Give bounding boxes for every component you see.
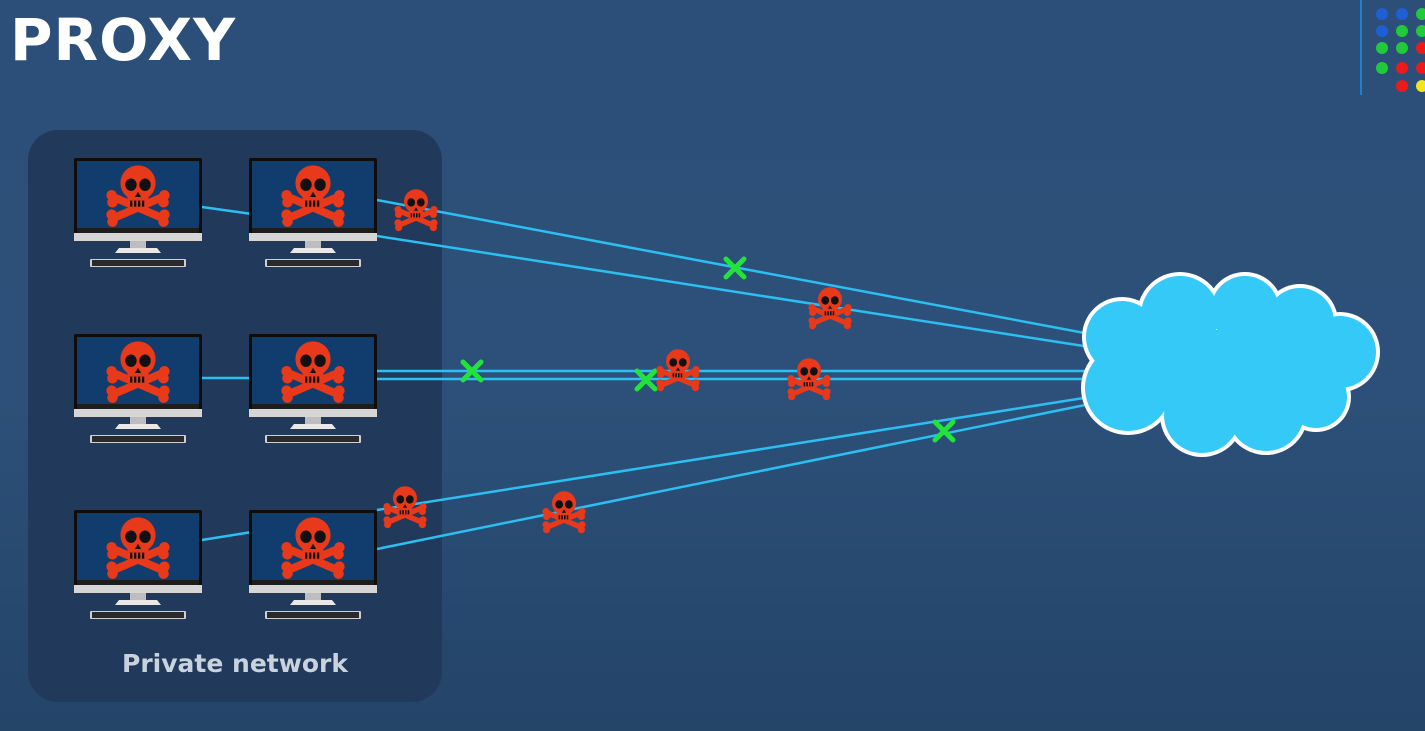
computer-1 bbox=[74, 158, 202, 267]
decorative-dot bbox=[1396, 8, 1408, 20]
decorative-dot bbox=[1396, 62, 1408, 74]
computer-4 bbox=[249, 334, 377, 443]
skull-and-crossbones-icon bbox=[808, 287, 851, 329]
decorative-dot bbox=[1416, 62, 1425, 74]
decorative-dot bbox=[1376, 42, 1388, 54]
skull-and-crossbones-icon bbox=[394, 189, 437, 231]
computer-6 bbox=[249, 510, 377, 619]
computer-5 bbox=[74, 510, 202, 619]
decorative-dot bbox=[1416, 8, 1425, 20]
decorative-dot bbox=[1376, 62, 1388, 74]
decorative-dot bbox=[1416, 25, 1425, 37]
decorative-dot bbox=[1396, 80, 1408, 92]
link-line-bottom-lower bbox=[376, 402, 1091, 551]
connection-lines bbox=[201, 198, 1091, 551]
internet-cloud-icon bbox=[1081, 272, 1380, 457]
skull-and-crossbones-icon bbox=[383, 486, 426, 528]
link-line-top-lower bbox=[376, 234, 1091, 349]
link-line-bottom-upper bbox=[376, 395, 1091, 512]
decorative-dot bbox=[1396, 42, 1408, 54]
link-line-lan-bottom bbox=[201, 530, 253, 542]
skull-and-crossbones-icon bbox=[542, 491, 585, 533]
computer-2 bbox=[249, 158, 377, 267]
decorative-dot bbox=[1416, 80, 1425, 92]
skull-and-crossbones-icon bbox=[656, 349, 699, 391]
slide-title: PROXY bbox=[10, 6, 237, 74]
decorative-dot bbox=[1376, 8, 1388, 20]
skull-and-crossbones-icon bbox=[787, 358, 830, 400]
link-line-lan-top bbox=[201, 205, 253, 216]
decorative-dot bbox=[1396, 25, 1408, 37]
computer-3 bbox=[74, 334, 202, 443]
decorative-dot bbox=[1376, 25, 1388, 37]
decorative-dot-grid bbox=[1360, 0, 1425, 95]
decorative-dot bbox=[1416, 42, 1425, 54]
private-network-label: Private network bbox=[122, 649, 348, 678]
green-x-mark-icon bbox=[935, 422, 953, 440]
